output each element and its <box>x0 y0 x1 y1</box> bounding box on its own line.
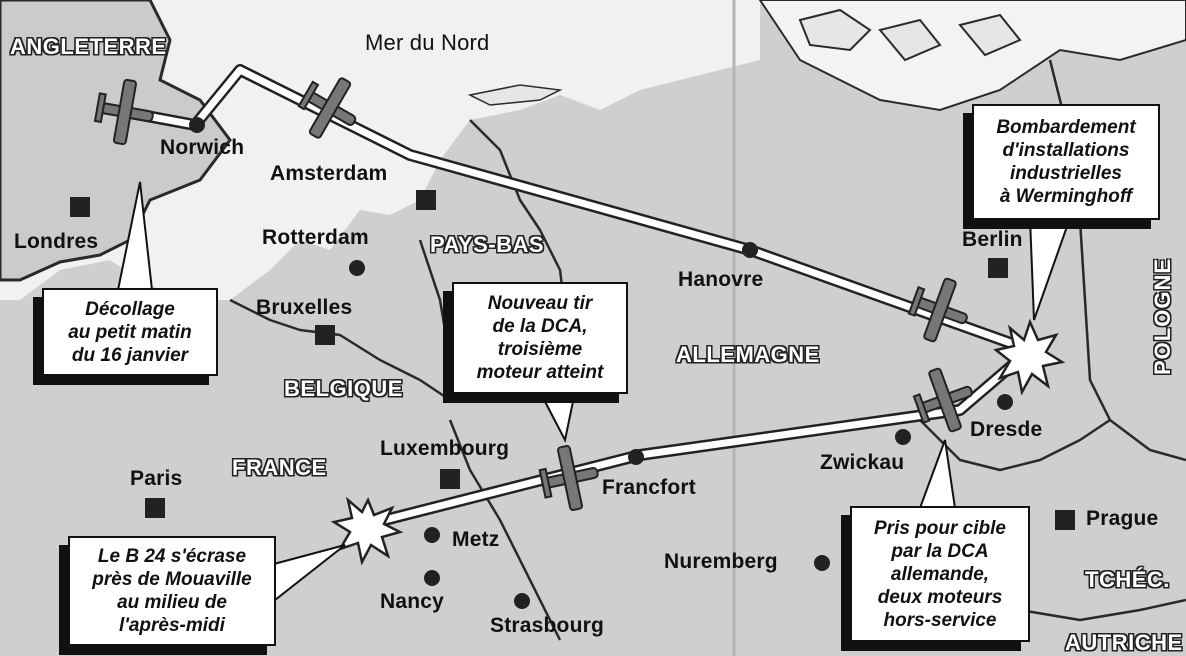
country-label-tchecoslovaquie: TCHÉC. <box>1085 567 1170 592</box>
city-label-berlin: Berlin <box>962 228 1023 251</box>
bomber-icon <box>538 445 599 511</box>
callout-crash: Le B 24 s'écrase près de Mouaville au mi… <box>68 536 276 646</box>
marker-nancy <box>424 570 440 586</box>
waypoint-francfort <box>628 449 644 465</box>
marker-berlin <box>988 258 1008 278</box>
marker-amsterdam <box>416 190 436 210</box>
city-label-zwickau: Zwickau <box>820 451 905 474</box>
callout-flak-target-text: Pris pour cible par la DCA allemande, de… <box>874 517 1006 631</box>
callout-flak-target: Pris pour cible par la DCA allemande, de… <box>850 506 1030 642</box>
city-label-nuremberg: Nuremberg <box>664 550 778 573</box>
city-label-amsterdam: Amsterdam <box>270 162 388 185</box>
marker-zwickau <box>895 429 911 445</box>
marker-strasbourg <box>514 593 530 609</box>
marker-paris <box>145 498 165 518</box>
callout-takeoff: Décollage au petit matin du 16 janvier <box>42 288 218 376</box>
city-label-rotterdam: Rotterdam <box>262 226 369 249</box>
border-nl-de <box>469 119 567 311</box>
marker-rotterdam <box>349 260 365 276</box>
city-label-norwich: Norwich <box>160 136 245 159</box>
city-label-londres: Londres <box>14 230 99 253</box>
city-label-strasbourg: Strasbourg <box>490 614 605 637</box>
border-de-cz <box>919 418 1111 472</box>
city-label-hanovre: Hanovre <box>678 268 764 291</box>
sea-area <box>0 0 760 300</box>
marker-bruxelles <box>315 325 335 345</box>
frisian-islands <box>467 84 563 106</box>
marker-dresde <box>997 394 1013 410</box>
bomber-icon <box>93 78 154 146</box>
callout-bombing-text: Bombardement d'installations industriell… <box>996 117 1136 207</box>
city-label-metz: Metz <box>452 528 500 551</box>
crash-explosion-icon <box>330 496 404 566</box>
marker-luxembourg <box>440 469 460 489</box>
country-label-angleterre: ANGLETERRE <box>10 34 167 59</box>
bomber-icon <box>297 77 357 139</box>
city-label-francfort: Francfort <box>602 476 696 499</box>
city-label-paris: Paris <box>130 467 183 490</box>
country-label-france: FRANCE <box>232 455 327 480</box>
callout-flak-third-engine-text: Nouveau tir de la DCA, troisième moteur … <box>476 293 604 383</box>
pointer-flak-third <box>538 391 577 443</box>
country-label-pologne: POLOGNE <box>1150 257 1175 375</box>
city-label-dresde: Dresde <box>970 418 1043 441</box>
country-label-autriche: AUTRICHE <box>1065 630 1183 655</box>
city-label-bruxelles: Bruxelles <box>256 296 353 319</box>
country-label-pays-bas: PAYS-BAS <box>430 232 545 257</box>
border-fr-de <box>448 419 562 641</box>
sea-label: Mer du Nord <box>365 30 490 55</box>
callout-bombing: Bombardement d'installations industriell… <box>972 104 1160 220</box>
country-label-allemagne: ALLEMAGNE <box>676 342 820 367</box>
explosion-icon <box>993 318 1066 396</box>
waypoint-norwich <box>189 117 205 133</box>
callout-takeoff-text: Décollage au petit matin du 16 janvier <box>68 298 192 366</box>
callout-crash-text: Le B 24 s'écrase près de Mouaville au mi… <box>92 546 252 636</box>
danish-isles <box>798 8 1022 62</box>
marker-prague <box>1055 510 1075 530</box>
pointer-bombing <box>1028 217 1072 321</box>
bomber-icon <box>907 277 968 343</box>
marker-metz <box>424 527 440 543</box>
city-label-nancy: Nancy <box>380 590 445 613</box>
marker-londres <box>70 197 90 217</box>
bomber-icon <box>912 367 973 433</box>
border-be-fr <box>229 298 451 402</box>
waypoint-hanovre <box>742 242 758 258</box>
city-label-luxembourg: Luxembourg <box>380 437 510 460</box>
marker-nuremberg <box>814 555 830 571</box>
callout-flak-third-engine: Nouveau tir de la DCA, troisième moteur … <box>452 282 628 394</box>
city-label-prague: Prague <box>1086 507 1159 530</box>
pointer-crash <box>268 544 346 602</box>
country-label-belgique: BELGIQUE <box>284 376 403 401</box>
